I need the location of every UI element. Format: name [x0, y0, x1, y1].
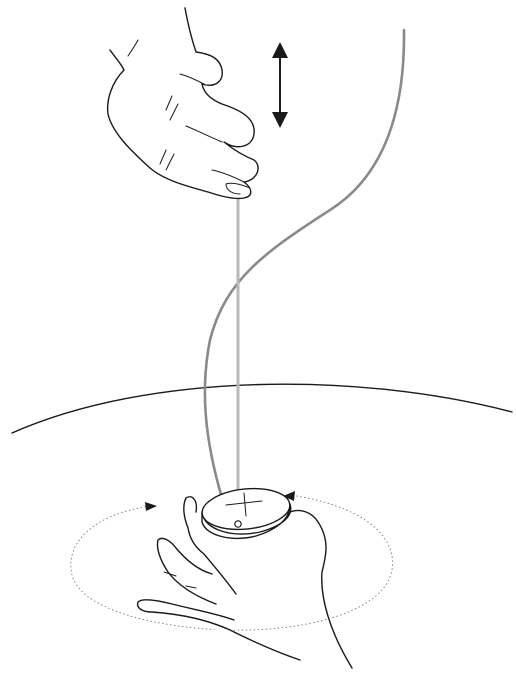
upper-hand	[108, 8, 258, 199]
vertical-motion-arrow-icon	[272, 42, 288, 128]
round-device	[200, 485, 292, 539]
transducer-cable	[205, 30, 404, 525]
surface-curve	[12, 384, 512, 433]
rotation-arrow-left-icon	[145, 502, 157, 511]
